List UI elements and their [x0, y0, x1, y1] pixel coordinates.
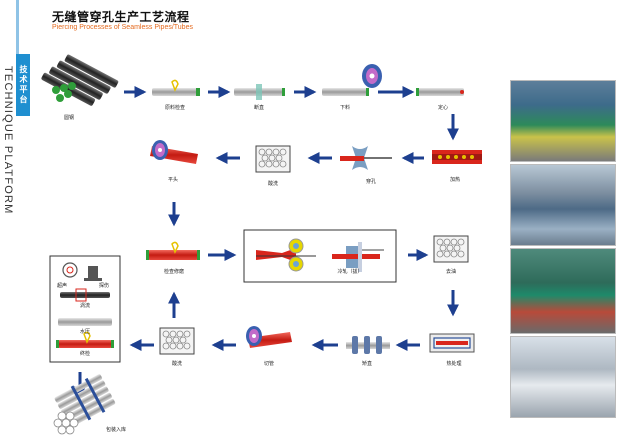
round-steel-bundle-icon — [41, 54, 119, 106]
final-inspect-tube-icon — [56, 331, 114, 348]
label-round-steel: 圆钢 — [63, 115, 74, 121]
label-pickling-3: 酸洗 — [171, 361, 182, 367]
degreasing-tank-icon — [433, 235, 469, 263]
label-heat-treatment: 热处理 — [446, 361, 462, 367]
page-title: 无缝管穿孔生产工艺流程 — [52, 10, 190, 24]
sidebar-title: TECHNIQUE PLATFORM — [2, 66, 14, 215]
label-pointing: 平头 — [167, 177, 178, 183]
material-check-bar-icon — [152, 79, 200, 96]
cut-tube-icon — [246, 326, 292, 348]
label-pickling-1: 酸洗 — [267, 181, 278, 187]
cold-rolling-mill-icon — [256, 238, 316, 272]
label-blanking: 下料 — [339, 105, 350, 111]
packing-bundle-icon — [53, 374, 116, 435]
label-cutting: 断直 — [253, 105, 264, 111]
heating-bar-icon — [432, 150, 482, 164]
label-piercing: 穿孔 — [365, 179, 376, 185]
label-flaw: 探伤 — [98, 283, 109, 289]
label-final-inspect: 终检 — [79, 351, 90, 357]
inspect-repair-tube-icon — [146, 241, 200, 260]
centering-bar-icon — [416, 88, 464, 96]
eddy-current-tube-icon — [60, 288, 110, 302]
factory-photo-3 — [510, 248, 616, 334]
factory-photo-4 — [510, 336, 616, 418]
label-hydro: 水压 — [79, 329, 90, 335]
label-ultrasonic: 超声 — [56, 283, 67, 289]
cold-rolling-frame — [243, 229, 397, 283]
sidebar-badge: 技术平台 — [16, 54, 30, 116]
label-eddy: 涡流 — [79, 303, 90, 309]
factory-photo-1 — [510, 80, 616, 162]
label-degreasing: 去油 — [445, 269, 456, 275]
final-inspection-frame — [49, 255, 121, 363]
straightening-rolls-icon — [346, 336, 390, 354]
label-centering: 定心 — [437, 105, 448, 111]
label-cut-tube: 切管 — [263, 361, 274, 367]
label-inspect-repair: 检查修磨 — [163, 269, 184, 275]
piercing-mill-icon — [340, 146, 392, 170]
page-subtitle: Piercing Processes of Seamless Pipes/Tub… — [52, 24, 193, 31]
heat-treatment-furnace-icon — [429, 333, 475, 353]
factory-photo-2 — [510, 164, 616, 246]
cold-drawing-die-icon — [332, 242, 384, 272]
label-straightening: 矫直 — [361, 361, 372, 367]
cutting-bar-icon — [234, 84, 285, 100]
label-packing: 包装入库 — [105, 427, 126, 433]
blanking-bar-icon — [322, 64, 382, 96]
pointing-tube-icon — [150, 140, 198, 164]
sidebar-accent-strip — [16, 0, 19, 54]
label-heating: 加热 — [449, 177, 460, 183]
ultrasonic-flaw-icon — [62, 262, 102, 281]
pickling-tank-final-icon — [159, 327, 195, 355]
pickling-tank-icon — [255, 145, 291, 173]
label-material-check: 原料检查 — [164, 105, 185, 111]
hydro-test-tube-icon — [58, 318, 112, 326]
label-cold-rolling: 冷轧（拔） — [337, 269, 363, 275]
